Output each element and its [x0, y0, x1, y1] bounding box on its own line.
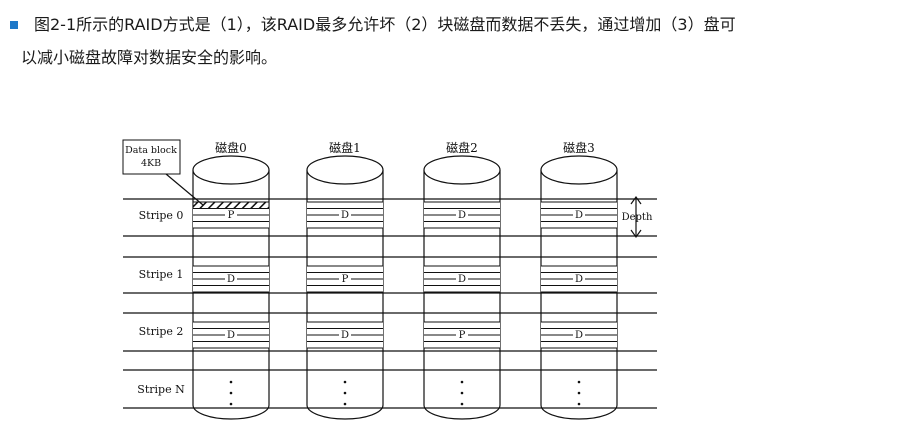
disk-1-label: 磁盘1: [329, 140, 361, 155]
data-block-label: D: [341, 210, 349, 221]
ellipsis-dot: [229, 391, 233, 395]
data-block-label: D: [575, 274, 583, 285]
ellipsis-dot: [577, 380, 581, 384]
stripe-label-3: Stripe N: [137, 383, 185, 396]
block-stripe2-disk2: P: [424, 321, 500, 349]
question-text: 图2-1所示的RAID方式是（1），该RAID最多允许坏（2）块磁盘而数据不丢失…: [10, 8, 900, 74]
block-stripe0-disk1: D: [307, 201, 383, 229]
stripe-label-1: Stripe 1: [139, 268, 184, 281]
data-block-label: D: [458, 274, 466, 285]
data-block-label: D: [575, 210, 583, 221]
data-block-callout: Data block 4KB: [122, 139, 204, 206]
question-line-1: 图2-1所示的RAID方式是（1），该RAID最多允许坏（2）块磁盘而数据不丢失…: [10, 8, 900, 41]
bullet-icon: [10, 20, 18, 29]
data-block-label: D: [458, 210, 466, 221]
block-stripe1-disk3: D: [541, 265, 617, 293]
question-line-2: 以减小磁盘故障对数据安全的影响。: [21, 48, 278, 67]
disk-0-label: 磁盘0: [215, 140, 247, 155]
data-block-hatched-row: [192, 201, 270, 209]
ellipsis-dot: [460, 380, 464, 384]
disk-3-cylinder: [540, 155, 618, 420]
ellipsis-dot: [229, 380, 233, 384]
ellipsis-dot: [460, 402, 464, 406]
disk-0-cylinder: [192, 155, 270, 420]
stripe-label-0: Stripe 0: [139, 209, 184, 222]
ellipsis-dot: [577, 402, 581, 406]
disk-1-cylinder: [306, 155, 384, 420]
block-stripe1-disk2: D: [424, 265, 500, 293]
block-stripe0-disk0: P: [192, 201, 270, 229]
depth-label: Depth: [622, 212, 653, 223]
disk-2-label: 磁盘2: [446, 140, 478, 155]
block-stripe0-disk2: D: [424, 201, 500, 229]
block-stripe2-disk1: D: [307, 321, 383, 349]
data-block-size-label: 4KB: [141, 158, 161, 169]
block-stripe1-disk1: P: [307, 265, 383, 293]
stripe-label-2: Stripe 2: [139, 325, 184, 338]
depth-indicator: Depth: [622, 195, 653, 239]
block-stripe1-disk0: D: [193, 265, 269, 293]
block-stripe2-disk3: D: [541, 321, 617, 349]
block-stripe2-disk0: D: [193, 321, 269, 349]
ellipsis-dot: [229, 402, 233, 406]
parity-block-label: P: [459, 330, 466, 341]
data-block-label: D: [575, 330, 583, 341]
ellipsis-dot: [343, 380, 347, 384]
question-line-1-text: 图2-1所示的RAID方式是（1），该RAID最多允许坏（2）块磁盘而数据不丢失…: [34, 15, 736, 34]
disk-3-label: 磁盘3: [563, 140, 595, 155]
ellipsis-dot: [343, 402, 347, 406]
disk-2-cylinder: [423, 155, 501, 420]
ellipsis-dot: [343, 391, 347, 395]
data-block-label: D: [227, 330, 235, 341]
data-block-label: Data block: [125, 145, 177, 156]
parity-block-label: P: [342, 274, 349, 285]
ellipsis-dot: [577, 391, 581, 395]
block-stripe0-disk3: D: [541, 201, 617, 229]
data-block-label: D: [227, 274, 235, 285]
data-block-label: D: [341, 330, 349, 341]
ellipsis-dot: [460, 391, 464, 395]
parity-block-label: P: [228, 210, 235, 221]
callout-arrow-line: [165, 173, 204, 206]
